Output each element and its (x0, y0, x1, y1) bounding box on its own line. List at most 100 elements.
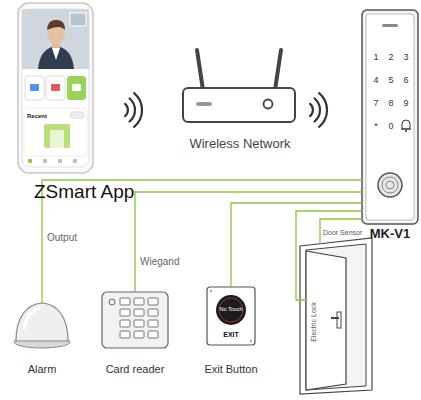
app-icon (30, 84, 39, 91)
door-wires (296, 211, 362, 300)
card-reader: Card reader (92, 292, 178, 376)
exit-button-illustration (207, 287, 255, 345)
wifi-arc (130, 99, 135, 122)
phone-body (18, 3, 93, 173)
reader-key (148, 331, 158, 338)
wifi-arc (310, 104, 313, 116)
signal-wire (231, 203, 362, 287)
button-text: No Touch (219, 307, 242, 313)
button-disc (216, 295, 246, 325)
reader-key (120, 298, 130, 305)
keypad-digit: 5 (388, 76, 393, 85)
device-body (362, 10, 418, 224)
recent-pill (70, 112, 84, 118)
person-hair (47, 20, 65, 30)
device-face (366, 14, 414, 220)
node-label: Wireless Network (189, 137, 290, 152)
button-screw (210, 290, 212, 292)
recent-panel (24, 108, 87, 156)
reader-key (134, 331, 144, 338)
alarm-device: Alarm (10, 303, 74, 376)
wifi-arc (134, 93, 142, 127)
bell-symbol (402, 120, 410, 129)
door-leaf (306, 251, 346, 390)
device-indicator (382, 24, 398, 27)
alarm-highlight (24, 308, 40, 330)
door-opening (306, 244, 366, 390)
fingerprint-ring (386, 181, 394, 189)
app-tile (67, 76, 86, 100)
alarm-illustration (14, 303, 70, 348)
keypad-digit: 0 (388, 122, 393, 131)
app-icon (51, 84, 60, 91)
node-label: ZSmart App (34, 181, 134, 203)
video-area (22, 9, 89, 69)
router-slot (196, 102, 212, 106)
door-sensor-wire (320, 219, 362, 244)
phone-illustration (18, 3, 93, 173)
reader-key (120, 309, 130, 316)
fingerprint-sensor (378, 173, 402, 197)
keypad-digit: 7 (373, 99, 378, 108)
router-body (183, 88, 295, 122)
keypad-digit: 2 (388, 53, 393, 62)
wifi-arc (319, 93, 327, 127)
reader-key (120, 320, 130, 327)
alarm-dome (16, 303, 68, 341)
wifi-arc (315, 99, 320, 122)
device-illustration (362, 10, 418, 224)
door-frame (300, 238, 372, 394)
wire-label: Electric Lock (310, 302, 317, 342)
wifi-arc (125, 104, 128, 116)
person-body (38, 46, 74, 69)
button-plate (207, 287, 255, 345)
phone-screen (22, 9, 89, 167)
nav-dot (73, 159, 77, 163)
keypad-digit: 4 (373, 76, 378, 85)
node-label: MK-V1 (370, 227, 410, 242)
person-shirt (52, 48, 60, 60)
router-led (264, 100, 273, 109)
node-label: Card reader (106, 363, 165, 376)
app-tile (46, 76, 65, 100)
reader-key (120, 331, 130, 338)
reader-key (148, 320, 158, 327)
keypad-digit: 3 (403, 53, 408, 62)
keypad-digit: 6 (403, 76, 408, 85)
signal-wire (135, 192, 362, 292)
keypad-digit: * (374, 122, 378, 131)
wire-label: Output (47, 233, 77, 243)
wire-label: Wiegand (140, 257, 179, 267)
node-label: Exit Button (204, 363, 257, 376)
app-icon (72, 84, 81, 91)
router-antenna (197, 50, 203, 90)
reader-key (134, 298, 144, 305)
recent-thumbnail (44, 124, 70, 148)
keypad-digit: 9 (403, 99, 408, 108)
bell-symbol (401, 129, 411, 130)
door-handle (331, 317, 339, 319)
router-antenna (275, 50, 281, 90)
wireless-router: Wireless Network (178, 44, 302, 152)
node-label: Alarm (28, 363, 57, 376)
card-reader-illustration (102, 292, 168, 348)
reader-key (134, 309, 144, 316)
button-screw (250, 340, 252, 342)
button-ring (219, 298, 243, 322)
keypad-digit: 8 (388, 99, 393, 108)
reader-card-icon (109, 299, 115, 305)
reader-key (148, 298, 158, 305)
reader-key (134, 320, 144, 327)
nav-dot (58, 159, 62, 163)
screen-text: Recent (27, 113, 47, 119)
app-phone: ZSmart App (18, 3, 158, 203)
router-illustration (183, 50, 295, 122)
electric-lock-wire (296, 211, 362, 300)
door-illustration (300, 238, 372, 394)
keypad-digit: 1 (373, 53, 378, 62)
nav-dot (43, 159, 47, 163)
reader-body (102, 292, 168, 348)
thumbnail-door (50, 130, 64, 148)
bell-symbol (405, 130, 407, 132)
